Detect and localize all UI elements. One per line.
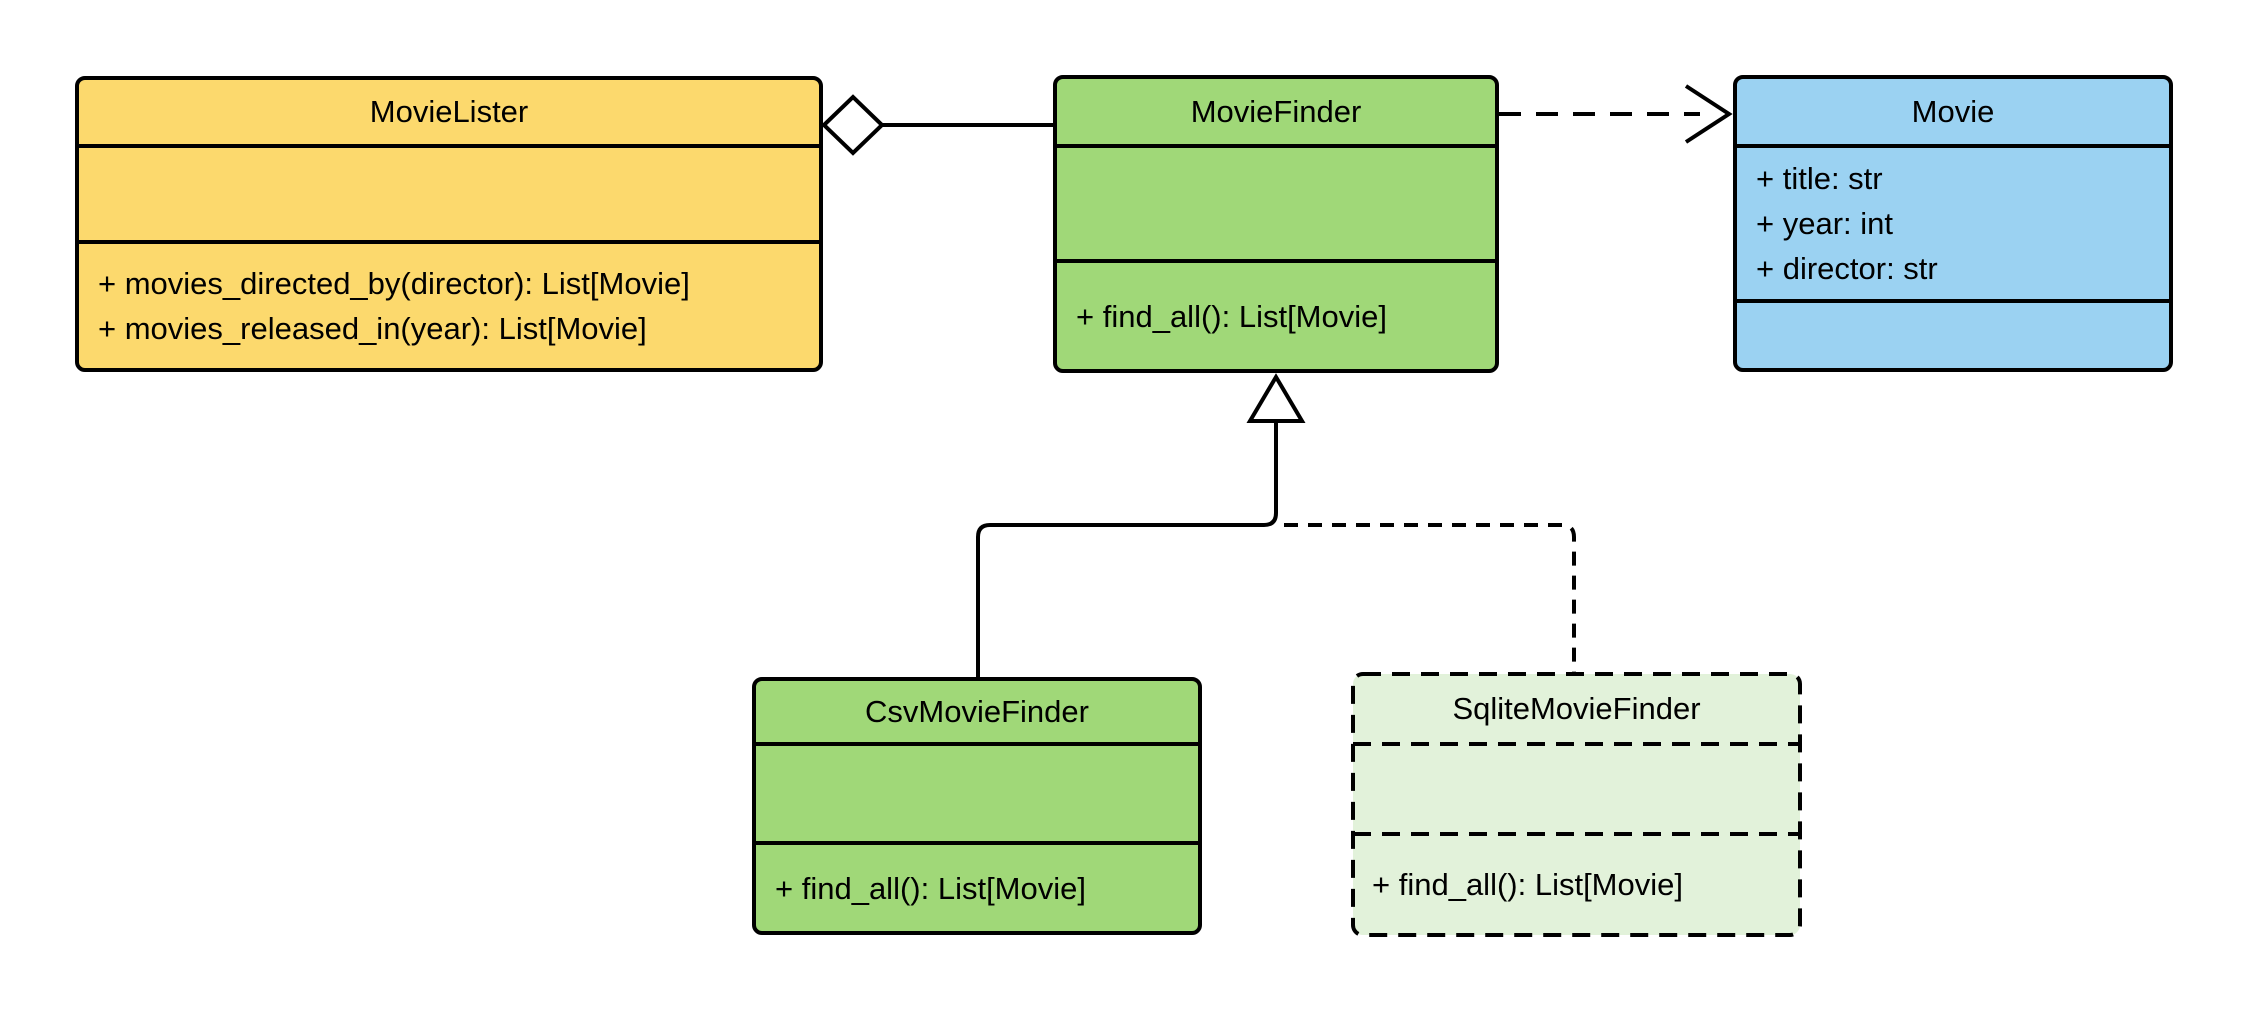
class-methods-movie — [1737, 299, 2169, 368]
class-node-movie[interactable]: Movie + title: str + year: int + directo… — [1733, 75, 2173, 372]
method-line: + find_all(): List[Movie] — [775, 870, 1086, 906]
method-line: + movies_released_in(year): List[Movie] — [98, 311, 647, 346]
dependency-arrowhead-icon — [1684, 84, 1733, 144]
class-node-moviefinder[interactable]: MovieFinder + find_all(): List[Movie] — [1053, 75, 1499, 373]
class-attributes-movielister — [79, 144, 819, 240]
generalization-line-sqlite — [1284, 523, 1576, 674]
class-attributes-moviefinder — [1057, 144, 1495, 259]
method-line: + find_all(): List[Movie] — [1076, 298, 1387, 334]
generalization-triangle-icon — [1246, 373, 1306, 423]
class-title-csvmoviefinder: CsvMovieFinder — [865, 693, 1089, 729]
attribute-line: + director: str — [1756, 251, 1938, 286]
class-methods-movielister: + movies_directed_by(director): List[Mov… — [79, 240, 819, 368]
aggregation-diamond-icon — [821, 94, 885, 156]
class-title-sqlitemoviefinder: SqliteMovieFinder — [1452, 691, 1701, 726]
attribute-line: + year: int — [1756, 206, 1893, 241]
method-line: + movies_directed_by(director): List[Mov… — [98, 266, 690, 301]
class-title-movie: Movie — [1911, 93, 1995, 129]
class-methods-sqlitemoviefinder: + find_all(): List[Movie] — [1353, 834, 1800, 935]
attribute-line: + title: str — [1756, 161, 1883, 196]
class-title-moviefinder: MovieFinder — [1190, 93, 1362, 129]
class-node-csvmoviefinder[interactable]: CsvMovieFinder + find_all(): List[Movie] — [752, 677, 1202, 935]
class-methods-csvmoviefinder: + find_all(): List[Movie] — [756, 841, 1198, 931]
class-attributes-csvmoviefinder — [756, 742, 1198, 841]
class-attributes-movie: + title: str + year: int + director: str — [1737, 144, 2169, 299]
class-title-movielister: MovieLister — [369, 94, 529, 129]
method-line: + find_all(): List[Movie] — [1372, 867, 1683, 902]
class-node-sqlitemoviefinder[interactable]: SqliteMovieFinder + find_all(): List[Mov… — [1353, 674, 1800, 935]
class-attributes-sqlitemoviefinder — [1353, 744, 1800, 834]
class-methods-moviefinder: + find_all(): List[Movie] — [1057, 259, 1495, 369]
class-node-movielister[interactable]: MovieLister + movies_directed_by(directo… — [75, 76, 823, 372]
generalization-line-csv — [976, 421, 1278, 677]
